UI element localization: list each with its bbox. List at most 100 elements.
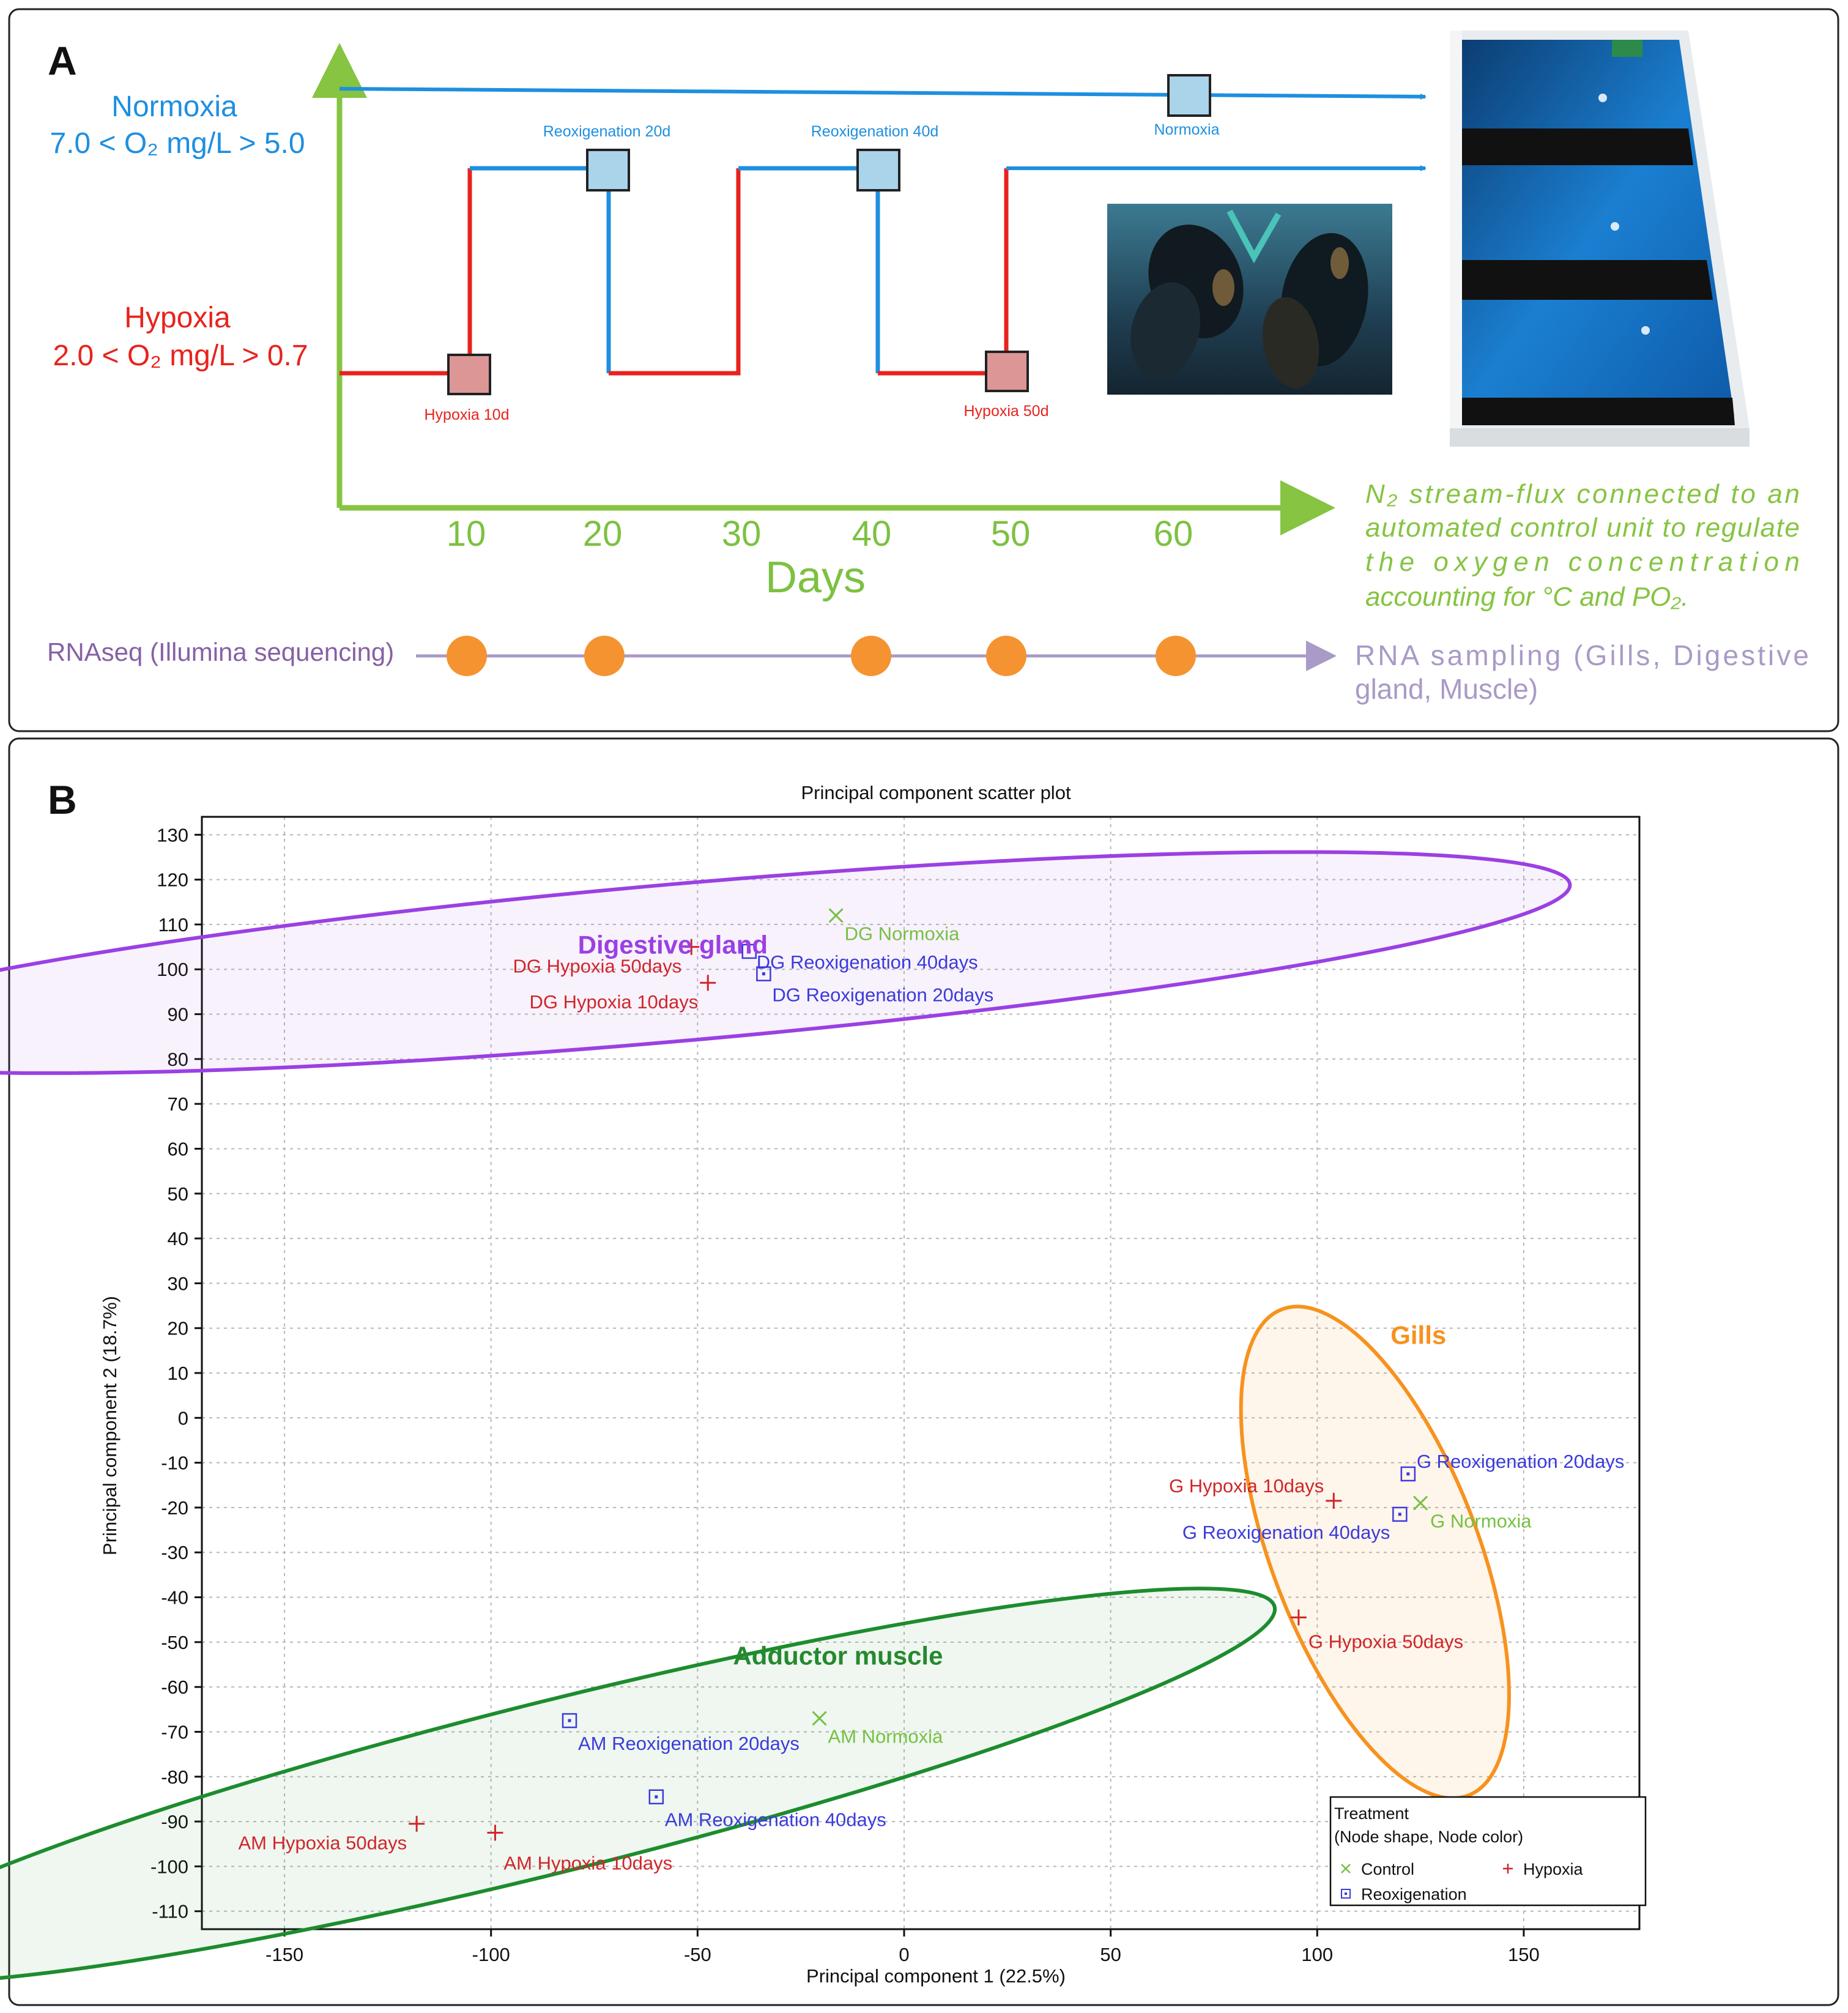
mussel-photo — [1107, 204, 1392, 395]
y-tick-label: -40 — [161, 1587, 188, 1609]
x-tick-label: -100 — [472, 1944, 510, 1965]
data-point-label: AM Hypoxia 50days — [238, 1833, 407, 1854]
data-point — [683, 939, 700, 955]
data-point — [1290, 1609, 1307, 1626]
aquarium-tank-image — [1450, 31, 1750, 447]
normoxia-label: Normoxia — [111, 91, 237, 123]
data-point-label: AM Normoxia — [828, 1725, 944, 1747]
data-point-dot — [655, 1795, 658, 1799]
x-axis-label: Principal component 1 (22.5%) — [806, 1965, 1066, 1987]
legend-marker-dot — [1345, 1892, 1347, 1895]
data-point-label: AM Reoxigenation 20days — [578, 1733, 800, 1754]
hypoxia-label: Hypoxia — [124, 302, 231, 334]
group-ellipse — [0, 850, 1572, 1075]
legend-box — [1329, 1796, 1647, 1907]
rna-sample-dot — [584, 636, 625, 676]
data-point-dot — [1398, 1513, 1401, 1516]
data-point-dot — [748, 950, 751, 953]
data-point-label: G Normoxia — [1430, 1511, 1532, 1532]
day-ticks: 10 20 30 40 50 60 — [447, 514, 1193, 554]
day-tick: 30 — [722, 514, 762, 554]
data-point — [828, 908, 844, 923]
day-tick: 50 — [991, 514, 1031, 554]
box-label-reox-40d: Reoxigenation 40d — [811, 123, 939, 140]
data-point — [487, 1825, 503, 1841]
pca-scatter-plot: -150-100-5005010015013012011010090807060… — [0, 816, 1647, 1985]
panel-a: A Normoxia 7.0 < O₂ mg/L > 5.0 Hypoxia 2… — [8, 8, 1839, 732]
group-label: Gills — [1390, 1320, 1446, 1349]
y-tick-label: -70 — [161, 1721, 188, 1743]
y-tick-label: 70 — [168, 1093, 188, 1115]
rna-sample-dot — [447, 636, 487, 676]
chart-title: Principal component scatter plot — [801, 782, 1071, 803]
y-tick-label: -100 — [150, 1856, 188, 1877]
data-point-label: AM Hypoxia 10days — [503, 1852, 672, 1873]
legend-label: Reoxigenation — [1361, 1885, 1467, 1903]
data-point-label: G Reoxigenation 40days — [1182, 1522, 1390, 1543]
y-tick-label: 120 — [157, 869, 188, 891]
legend-marker — [1503, 1864, 1513, 1873]
x-tick-label: 0 — [899, 1944, 909, 1965]
group-ellipse — [0, 1587, 1277, 1985]
y-tick-label: 100 — [157, 959, 188, 980]
y-axis-label: Principal component 2 (18.7%) — [99, 1296, 121, 1555]
group-label: Adductor muscle — [733, 1641, 943, 1670]
y-tick-label: -30 — [161, 1542, 188, 1563]
data-point — [741, 943, 757, 959]
data-point — [1326, 1492, 1342, 1509]
panel-b: B Principal component scatter plot -150 -… — [0, 737, 1839, 2006]
n2-line: automated control unit to regulate — [1365, 513, 1800, 543]
y-tick-label: 10 — [168, 1363, 188, 1384]
day-tick: 10 — [447, 514, 486, 554]
data-point-label: G Hypoxia 10days — [1169, 1475, 1324, 1497]
y-tick-label: 90 — [168, 1004, 188, 1025]
data-point-label: AM Reoxigenation 40days — [665, 1809, 886, 1831]
legend-marker — [1341, 1889, 1351, 1899]
x-tick-label: -150 — [265, 1944, 303, 1965]
x-tick-label: 50 — [1100, 1944, 1121, 1965]
data-point — [700, 975, 716, 991]
y-tick-label: -20 — [161, 1497, 188, 1519]
y-tick-label: 80 — [168, 1049, 188, 1070]
data-point-label: DG Normoxia — [845, 923, 960, 944]
data-point — [1400, 1466, 1416, 1482]
data-point-dot — [568, 1719, 571, 1722]
x-tick-label: 100 — [1301, 1944, 1333, 1965]
y-tick-label: 30 — [168, 1273, 188, 1294]
data-point — [1392, 1506, 1408, 1522]
legend-label: Control — [1361, 1860, 1414, 1878]
data-point-label: DG Reoxigenation 40days — [757, 951, 978, 973]
normoxia-range: 7.0 < O₂ mg/L > 5.0 — [50, 127, 305, 160]
data-point — [1413, 1495, 1428, 1511]
y-tick-label: 130 — [157, 824, 188, 846]
rnaseq-label: RNAseq (Illumina sequencing) — [47, 638, 394, 666]
y-tick-label: -110 — [152, 1901, 188, 1922]
y-tick-label: 110 — [158, 914, 188, 936]
rna-sampling-line: RNA sampling (Gills, Digestive — [1355, 639, 1809, 671]
hypoxia-range: 2.0 < O₂ mg/L > 0.7 — [53, 340, 308, 372]
panel-b-letter: B — [48, 777, 77, 822]
data-point-label: DG Hypoxia 10days — [530, 991, 699, 1013]
data-point — [409, 1815, 425, 1832]
data-point-label: G Hypoxia 50days — [1308, 1631, 1463, 1653]
legend-subtitle: (Node shape, Node color) — [1334, 1828, 1523, 1846]
data-point — [648, 1789, 664, 1804]
y-tick-label: 20 — [168, 1318, 188, 1339]
y-tick-label: 0 — [178, 1407, 188, 1429]
days-axis-title: Days — [765, 553, 866, 602]
data-point — [812, 1711, 827, 1726]
legend-label: Hypoxia — [1523, 1860, 1584, 1878]
data-point-dot — [1406, 1472, 1410, 1476]
normoxia-line — [339, 87, 1427, 100]
y-tick-label: 50 — [168, 1183, 188, 1205]
x-tick-label: -50 — [684, 1944, 711, 1965]
n2-line: N₂ stream-flux connected to an — [1365, 479, 1800, 509]
y-tick-label: 40 — [168, 1228, 188, 1249]
box-reox-20d — [586, 149, 630, 192]
rna-sampling-line: gland, Muscle) — [1355, 673, 1538, 705]
data-point — [562, 1713, 577, 1728]
plot-border — [201, 816, 1641, 1930]
y-tick-label: -10 — [161, 1453, 188, 1474]
box-reox-40d — [856, 149, 900, 192]
